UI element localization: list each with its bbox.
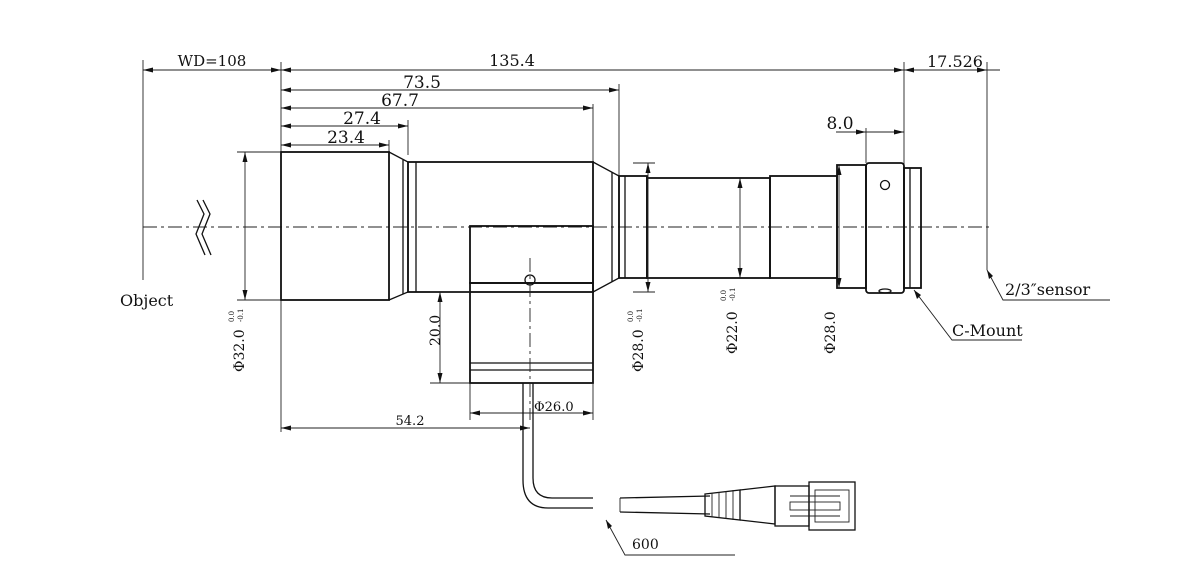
set-screw-hole [879, 179, 891, 191]
label-sensor: 2/3″sensor [1005, 280, 1091, 299]
label-dia-28-a: Φ28.0 [631, 329, 647, 372]
connector-head [808, 481, 856, 531]
label-c-mount: C-Mount [952, 321, 1023, 340]
sensor-leader [986, 269, 1110, 301]
rear-tube-4 [836, 164, 867, 289]
label-back-focus: 17.526 [927, 52, 983, 71]
label-object: Object [120, 291, 174, 310]
label-73-5: 73.5 [403, 73, 441, 93]
label-8-0: 8.0 [826, 114, 853, 134]
light-port-upper [469, 225, 594, 284]
c-mount-ring [865, 162, 905, 294]
label-total-length: 135.4 [489, 51, 535, 70]
cable-right [619, 495, 711, 499]
tol-upper-32: 0.0 [228, 311, 236, 322]
c-mount-leader [913, 289, 1022, 341]
label-27-4: 27.4 [343, 109, 381, 129]
tol-lower-32: -0.1 [237, 309, 245, 323]
label-wd: WD=108 [178, 52, 247, 70]
label-cable-600: 600 [632, 537, 659, 553]
front-barrel [280, 151, 390, 301]
label-54-2: 54.2 [396, 414, 425, 429]
axis-break-symbol [195, 199, 206, 256]
label-23-4: 23.4 [327, 128, 365, 148]
tol-lower-22: -0.1 [729, 288, 737, 302]
tol-lower-28: -0.1 [636, 309, 644, 323]
rear-tube-2 [646, 177, 771, 279]
label-67-7: 67.7 [381, 91, 419, 111]
label-dia-22: Φ22.0 [725, 311, 741, 354]
label-dia-32: Φ32.0 [232, 329, 248, 372]
connector-body [774, 485, 810, 527]
tol-upper-28: 0.0 [627, 311, 635, 322]
cable-leader [605, 519, 735, 556]
mount-thread [903, 167, 922, 289]
label-20: 20.0 [428, 315, 444, 346]
label-dia-26: Φ26.0 [534, 400, 574, 415]
tol-upper-22: 0.0 [720, 290, 728, 301]
connector-boot [704, 489, 741, 521]
light-port-body [469, 282, 594, 384]
cable-left [522, 383, 593, 509]
label-dia-28-b: Φ28.0 [823, 311, 839, 354]
